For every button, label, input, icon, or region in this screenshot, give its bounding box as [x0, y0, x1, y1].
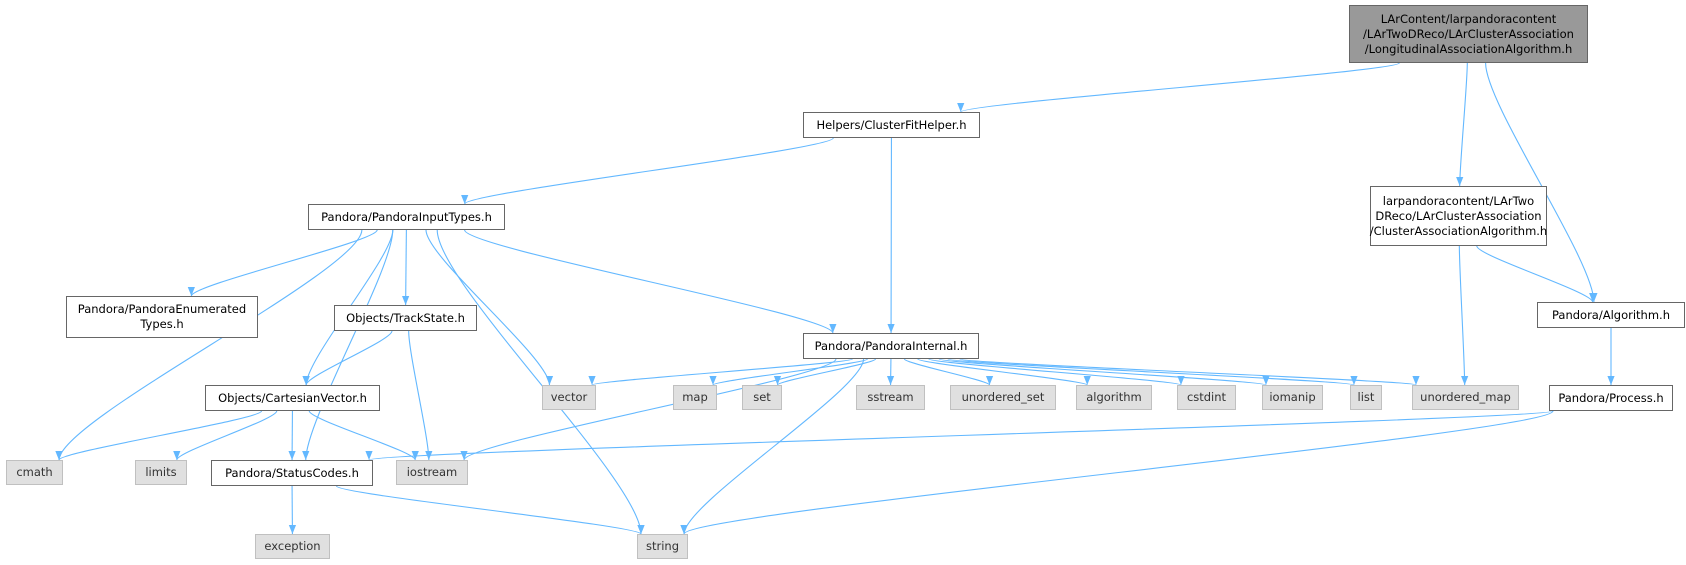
- cmath-node: cmath: [6, 460, 63, 485]
- cluster-association-algorithm-node[interactable]: larpandoracontent/LArTwo DReco/LArCluste…: [1370, 186, 1547, 246]
- edge-cluster-association-algorithm-to-pandora-algorithm: [1476, 245, 1597, 303]
- dependency-edges: [55, 62, 1615, 535]
- iostream-node: iostream: [396, 460, 468, 485]
- edge-pandora-internal-to-string: [680, 358, 865, 535]
- root-file-node: LArContent/larpandoracontent /LArTwoDRec…: [1349, 5, 1588, 63]
- edge-pandora-internal-to-cstdint: [928, 358, 1185, 386]
- edge-cartesian-vector-to-iostream: [308, 410, 419, 461]
- edge-pandora-internal-to-vector: [588, 358, 853, 386]
- exception-node: exception: [255, 534, 330, 559]
- cstdint-node: cstdint: [1177, 385, 1236, 410]
- edge-pandora-input-types-to-pandora-enumerated-types: [187, 229, 378, 297]
- track-state-node[interactable]: Objects/TrackState.h: [334, 305, 477, 331]
- edge-root-to-cluster-association-algorithm: [1456, 62, 1468, 187]
- edge-pandora-input-types-to-cmath: [55, 229, 363, 461]
- edge-track-state-to-iostream: [408, 330, 433, 461]
- edge-cluster-fit-helper-to-pandora-input-types: [461, 137, 834, 205]
- set-node: set: [742, 385, 782, 410]
- algorithm-node: algorithm: [1076, 385, 1152, 410]
- edge-pandora-input-types-to-track-state: [402, 229, 410, 306]
- edge-pandora-internal-to-set: [774, 358, 877, 386]
- list-node: list: [1350, 385, 1382, 410]
- edge-cartesian-vector-to-limits: [173, 410, 278, 461]
- pandora-internal-node[interactable]: Pandora/PandoraInternal.h: [803, 333, 979, 359]
- edge-pandora-process-to-status-codes: [366, 410, 1554, 461]
- edge-pandora-internal-to-algorithm: [917, 358, 1091, 386]
- edge-pandora-internal-to-map: [709, 358, 869, 386]
- unordered-set-node: unordered_set: [950, 385, 1056, 410]
- edge-cartesian-vector-to-cmath: [55, 410, 263, 461]
- vector-node: vector: [542, 385, 596, 410]
- map-node: map: [673, 385, 717, 410]
- string-node: string: [637, 534, 688, 559]
- cluster-fit-helper-node[interactable]: Helpers/ClusterFitHelper.h: [803, 112, 980, 138]
- edge-cluster-association-algorithm-to-unordered-map: [1458, 245, 1469, 386]
- unordered-map-node: unordered_map: [1412, 385, 1519, 410]
- sstream-node: sstream: [856, 385, 925, 410]
- edge-pandora-input-types-to-pandora-internal: [464, 229, 837, 334]
- edge-status-codes-to-string: [335, 485, 645, 535]
- edge-pandora-internal-to-iomanip: [938, 358, 1269, 386]
- edge-track-state-to-cartesian-vector: [302, 330, 393, 386]
- limits-node: limits: [135, 460, 187, 485]
- edge-pandora-input-types-to-vector: [425, 229, 554, 386]
- edge-root-to-cluster-fit-helper: [957, 62, 1400, 113]
- pandora-algorithm-node[interactable]: Pandora/Algorithm.h: [1537, 302, 1685, 328]
- edge-pandora-internal-to-unordered-set: [903, 358, 993, 386]
- edge-root-to-pandora-algorithm: [1485, 62, 1598, 303]
- pandora-enumerated-types-node[interactable]: Pandora/PandoraEnumerated Types.h: [66, 296, 258, 338]
- edge-pandora-process-to-string: [680, 410, 1554, 535]
- edge-pandora-input-types-to-status-codes: [302, 229, 394, 461]
- edge-pandora-internal-to-unordered-map: [959, 358, 1419, 386]
- cartesian-vector-node[interactable]: Objects/CartesianVector.h: [205, 385, 380, 411]
- edge-pandora-internal-to-list: [947, 358, 1357, 386]
- status-codes-node[interactable]: Pandora/StatusCodes.h: [211, 460, 373, 486]
- pandora-input-types-node[interactable]: Pandora/PandoraInputTypes.h: [308, 204, 505, 230]
- iomanip-node: iomanip: [1262, 385, 1323, 410]
- pandora-process-node[interactable]: Pandora/Process.h: [1549, 385, 1673, 411]
- edge-pandora-input-types-to-string: [436, 229, 645, 535]
